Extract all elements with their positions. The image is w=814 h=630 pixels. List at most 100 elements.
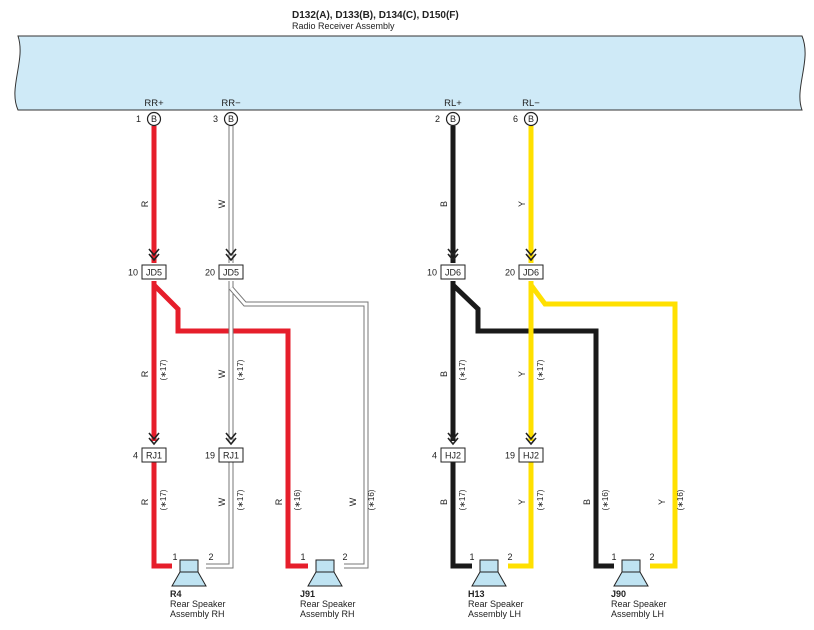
wire-color-label: B (439, 201, 449, 207)
chevron-down-icon (148, 432, 160, 446)
terminal-rr-minus: RR− 3 B (213, 98, 241, 127)
speaker-h13: 1 2 H13 Rear Speaker Assembly LH (468, 552, 524, 619)
junction-pin: 10 (427, 268, 437, 278)
wire-red-r4-lower (151, 462, 172, 569)
wire-note: (∗17) (458, 359, 467, 380)
speaker-pin-2: 2 (342, 552, 347, 562)
terminal-circle (223, 111, 239, 127)
terminal-rr-plus: RR+ 1 B (136, 98, 164, 127)
speaker-name-line2: Assembly LH (468, 609, 521, 619)
speaker-name-line1: Rear Speaker (300, 599, 356, 609)
wire-color-label: B (439, 499, 449, 505)
wire-color-label: Y (517, 371, 527, 377)
junction-pin: 19 (205, 451, 215, 461)
wire-note: (∗17) (536, 359, 545, 380)
junction-name: JD5 (146, 268, 162, 278)
speaker-r4: 1 2 R4 Rear Speaker Assembly RH (170, 552, 226, 619)
terminal-code: B (528, 114, 534, 124)
chevron-down-icon (447, 248, 459, 262)
pin-number: 6 (513, 114, 518, 124)
speaker-pin-2: 2 (649, 552, 654, 562)
terminal-circle (445, 111, 461, 127)
speaker-id: H13 (468, 589, 485, 599)
junction-name: JD6 (445, 268, 461, 278)
wire-color-label: W (217, 369, 227, 378)
wire-note: (∗16) (676, 489, 685, 510)
speaker-pin-1: 1 (469, 552, 474, 562)
speaker-icon (613, 559, 649, 587)
wire-note: (∗17) (236, 359, 245, 380)
wire-color-label: W (348, 497, 358, 506)
wire-color-label: B (439, 371, 449, 377)
wire-note: (∗17) (159, 359, 168, 380)
wire-black-h13-lower (450, 462, 472, 569)
speaker-j90: 1 2 J90 Rear Speaker Assembly LH (611, 552, 667, 619)
junction-jd6-10: JD6 10 (427, 264, 466, 280)
chevron-down-icon (447, 432, 459, 446)
speaker-pin-1: 1 (300, 552, 305, 562)
terminal-code: B (228, 114, 234, 124)
terminal-code: B (450, 114, 456, 124)
receiver-name: Radio Receiver Assembly (292, 21, 395, 31)
speaker-id: J90 (611, 589, 626, 599)
speaker-name-line2: Assembly LH (611, 609, 664, 619)
speaker-icon (471, 559, 507, 587)
wire-note: (∗16) (367, 489, 376, 510)
wire-color-label: R (140, 370, 150, 377)
signal-label: RL+ (444, 98, 462, 109)
junction-name: HJ2 (445, 451, 461, 461)
pin-number: 3 (213, 114, 218, 124)
wire-color-label: R (274, 498, 284, 505)
junction-hj2-4: HJ2 4 (432, 447, 466, 463)
junction-jd5-20: JD5 20 (205, 264, 244, 280)
speaker-name-line1: Rear Speaker (468, 599, 524, 609)
terminal-code: B (151, 114, 157, 124)
wire-color-label: Y (657, 499, 667, 505)
signal-label: RR+ (144, 98, 164, 109)
speaker-name-line2: Assembly RH (170, 609, 225, 619)
wire-note: (∗16) (601, 489, 610, 510)
speaker-name-line1: Rear Speaker (170, 599, 226, 609)
terminal-circle (523, 111, 539, 127)
receiver-connectors: D132(A), D133(B), D134(C), D150(F) (292, 10, 459, 21)
pin-number: 2 (435, 114, 440, 124)
speaker-pin-2: 2 (208, 552, 213, 562)
wire-color-label: Y (517, 201, 527, 207)
chevron-down-icon (148, 248, 160, 262)
wire-yellow-j90 (528, 283, 678, 569)
speaker-id: R4 (170, 589, 182, 599)
junction-hj2-19: HJ2 19 (505, 447, 544, 463)
signal-label: RR− (221, 98, 241, 109)
junction-name: JD6 (523, 268, 539, 278)
junction-pin: 4 (432, 451, 437, 461)
wire-black-j90 (451, 283, 614, 569)
radio-receiver-panel (14, 35, 806, 111)
chevron-down-icon (225, 432, 237, 446)
junction-pin: 19 (505, 451, 515, 461)
speaker-icon (171, 559, 207, 587)
connector-arrows (148, 248, 537, 446)
terminal-rl-plus: RL+ 2 B (435, 98, 462, 127)
terminal-rl-minus: RL− 6 B (513, 98, 540, 127)
speaker-pin-1: 1 (611, 552, 616, 562)
chevron-down-icon (225, 248, 237, 262)
junction-jd5-10: JD5 10 (128, 264, 167, 280)
terminal-circle (146, 111, 162, 127)
junction-rj1-4: RJ1 4 (133, 447, 167, 463)
wire-white-rr-minus (206, 126, 369, 569)
junction-pin: 20 (205, 268, 215, 278)
wire-note: (∗16) (293, 489, 302, 510)
speaker-name-line2: Assembly RH (300, 609, 355, 619)
speaker-pin-1: 1 (172, 552, 177, 562)
wire-color-label: Y (517, 499, 527, 505)
junction-name: RJ1 (146, 451, 162, 461)
junction-pin: 4 (133, 451, 138, 461)
junction-rj1-19: RJ1 19 (205, 447, 244, 463)
junction-name: JD5 (223, 268, 239, 278)
speaker-j91: 1 2 J91 Rear Speaker Assembly RH (300, 552, 356, 619)
junction-name: RJ1 (223, 451, 239, 461)
wire-color-label: R (140, 498, 150, 505)
wire-color-label: W (217, 497, 227, 506)
wire-note: (∗17) (236, 489, 245, 510)
